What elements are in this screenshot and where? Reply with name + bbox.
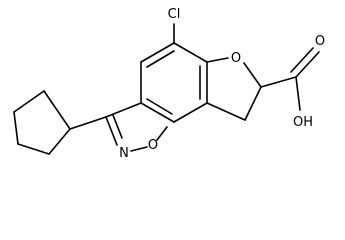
atom-label-oh: OH bbox=[293, 115, 313, 130]
bond-cyclopentyl-c3 bbox=[69, 116, 107, 130]
atom-label-cl: Cl bbox=[168, 7, 181, 22]
cyclopentyl-ring bbox=[13, 90, 71, 155]
chemical-structure: Cl O N O O OH bbox=[13, 7, 325, 161]
benzene-ring bbox=[140, 42, 208, 123]
atom-label-o-carbonyl: O bbox=[315, 34, 325, 49]
atom-label-o-furan: O bbox=[231, 51, 241, 66]
atom-label-o-isoxazole: O bbox=[148, 138, 158, 153]
isoxazole-ring bbox=[105, 102, 168, 152]
dihydrofuran-ring bbox=[206, 57, 262, 121]
atom-label-n-isoxazole: N bbox=[119, 146, 129, 161]
carboxylic-acid bbox=[260, 47, 320, 111]
